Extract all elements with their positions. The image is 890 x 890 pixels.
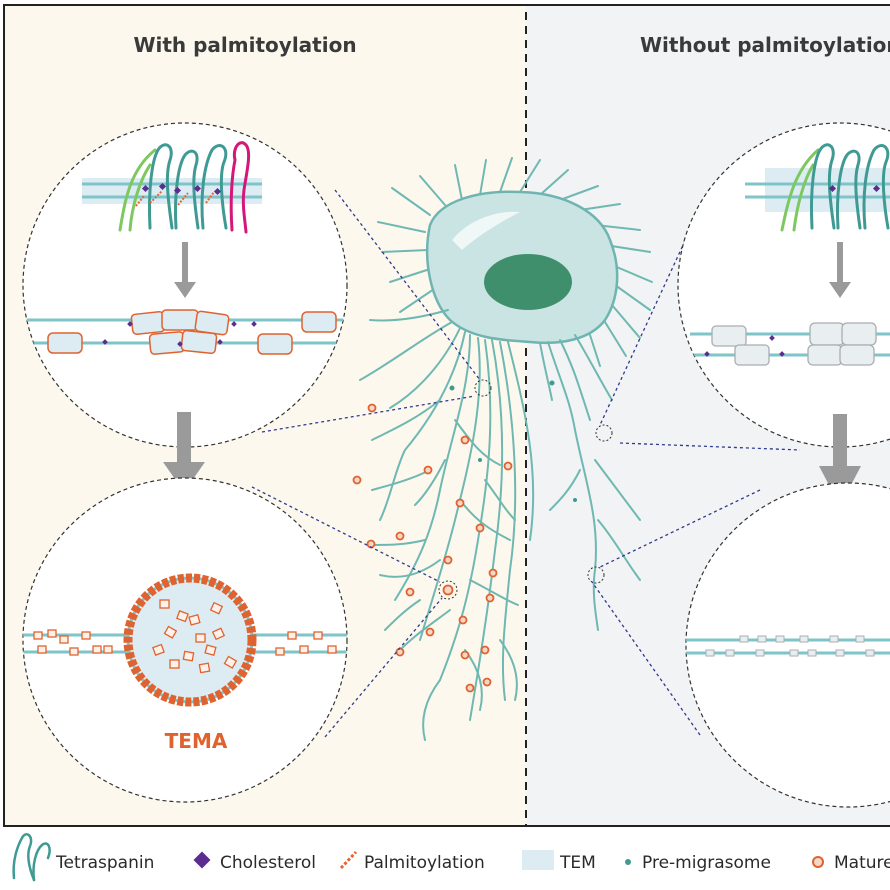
figure-frame xyxy=(3,4,890,827)
left-panel-title: With palmitoylation xyxy=(133,33,356,57)
legend-mature-migrasome: Mature migrasome xyxy=(834,853,890,873)
left-arrow xyxy=(163,412,205,492)
legend-cholesterol: Cholesterol xyxy=(220,853,316,873)
right-bottom-zoom xyxy=(685,482,890,808)
tetraspanin-legend-icon xyxy=(12,833,51,882)
zoom-connectors xyxy=(251,189,801,738)
cell-highlight xyxy=(452,211,520,250)
left-bottom-zoom: TEMA xyxy=(22,477,348,803)
left-top-zoom xyxy=(22,122,348,448)
right-top-zoom xyxy=(677,122,890,448)
palmitoylation-legend-icon xyxy=(339,850,358,870)
tema-label: TEMA xyxy=(165,729,228,753)
tem-legend-icon xyxy=(522,850,554,870)
right-panel-title: Without palmitoylation xyxy=(640,33,890,57)
legend-palmitoylation: Palmitoylation xyxy=(364,853,485,873)
mature-migrasomes xyxy=(352,403,513,693)
nucleus xyxy=(484,254,572,310)
mature-migrasome-legend-icon xyxy=(812,856,824,868)
legend-tem: TEM xyxy=(559,853,596,873)
legend-pre-migrasome: Pre-migrasome xyxy=(642,853,771,873)
cholesterol-legend-icon xyxy=(193,851,211,869)
cell xyxy=(352,157,653,741)
legend: Tetraspanin Cholesterol Palmitoylation T… xyxy=(12,833,890,882)
pre-migrasome-legend-icon xyxy=(625,859,631,865)
legend-tetraspanin: Tetraspanin xyxy=(55,853,154,873)
retraction-fibers xyxy=(359,309,641,741)
